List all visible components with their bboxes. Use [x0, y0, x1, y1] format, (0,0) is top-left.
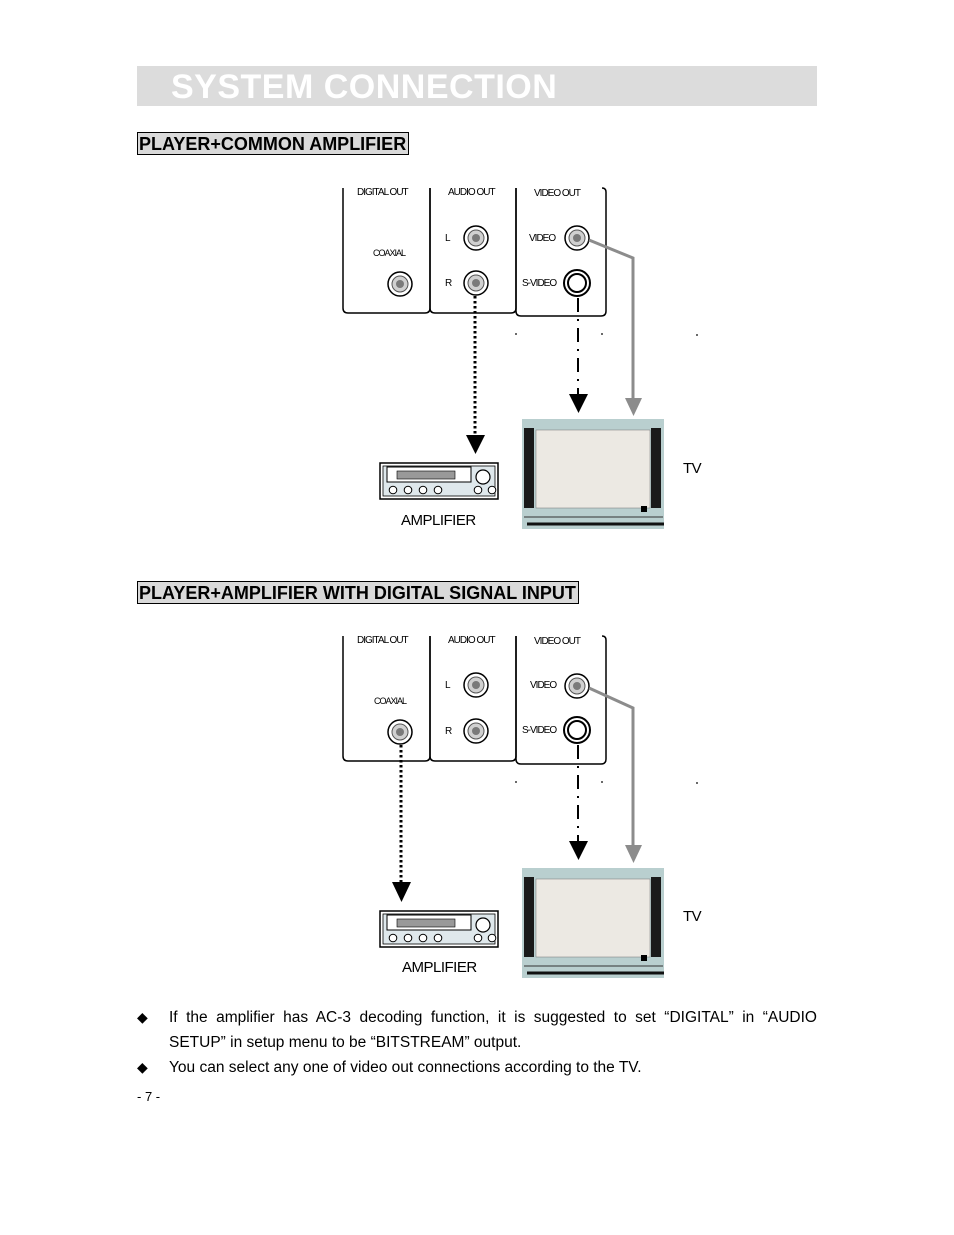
- audio-right-label: R: [445, 278, 452, 289]
- audio-right-jack: [463, 270, 489, 296]
- video-label: VIDEO: [530, 680, 557, 691]
- audio-left-jack: [463, 225, 489, 251]
- digital-out-label: DIGITAL OUT: [357, 187, 409, 198]
- page-title: SYSTEM CONNECTION: [171, 68, 558, 106]
- video-label: VIDEO: [529, 233, 556, 244]
- audio-right-jack: [463, 718, 489, 744]
- section-heading-digital-amplifier: PLAYER+AMPLIFIER WITH DIGITAL SIGNAL INP…: [137, 581, 579, 604]
- video-out-box: [515, 635, 607, 765]
- video-jack: [564, 673, 590, 699]
- audio-right-label: R: [445, 726, 452, 737]
- amplifier-device: [379, 462, 499, 500]
- svideo-label: S-VIDEO: [522, 725, 557, 736]
- section-heading-common-amplifier: PLAYER+COMMON AMPLIFIER: [137, 132, 410, 155]
- video-out-box: [515, 187, 607, 317]
- video-cable: [588, 686, 635, 845]
- video-cable: [588, 238, 635, 398]
- svideo-label: S-VIDEO: [522, 278, 557, 289]
- diamond-bullet-icon: ◆: [137, 1009, 148, 1025]
- note-text: If the amplifier has AC-3 decoding funct…: [169, 1009, 817, 1051]
- audio-left-label: L: [445, 233, 450, 244]
- tv-label: TV: [683, 908, 702, 925]
- audio-cable-arrow: [466, 435, 485, 454]
- amplifier-label: AMPLIFIER: [401, 512, 476, 529]
- video-out-label: VIDEO OUT: [534, 636, 581, 647]
- svideo-jack: [563, 269, 591, 297]
- note-item: ◆ If the amplifier has AC-3 decoding fun…: [137, 1005, 817, 1055]
- video-out-label: VIDEO OUT: [534, 188, 581, 199]
- svideo-jack: [563, 716, 591, 744]
- note-text: You can select any one of video out conn…: [169, 1059, 642, 1076]
- audio-left-jack: [463, 672, 489, 698]
- coaxial-cable-arrow: [392, 882, 411, 902]
- svideo-cable-arrow: [569, 394, 588, 413]
- digital-out-label: DIGITAL OUT: [357, 635, 409, 646]
- video-cable-arrow: [625, 845, 642, 863]
- diagram-graphics: [342, 635, 698, 978]
- svideo-cable-arrow: [569, 841, 588, 860]
- coaxial-jack: [387, 271, 413, 297]
- connection-diagram-common-amplifier: DIGITAL OUT COAXIAL AUDIO OUT L R VIDEO …: [0, 180, 954, 600]
- coaxial-label: COAXIAL: [374, 696, 407, 706]
- audio-out-label: AUDIO OUT: [448, 187, 496, 198]
- coaxial-label: COAXIAL: [373, 248, 406, 258]
- amplifier-label: AMPLIFIER: [402, 959, 477, 976]
- title-bar: SYSTEM CONNECTION: [137, 66, 817, 106]
- note-item: ◆ You can select any one of video out co…: [137, 1055, 817, 1080]
- tv-device: [522, 868, 664, 978]
- diamond-bullet-icon: ◆: [137, 1059, 148, 1075]
- diagram-graphics: [342, 187, 698, 529]
- page-number: - 7 -: [137, 1089, 161, 1104]
- tv-device: [522, 419, 664, 529]
- amplifier-device: [379, 910, 499, 948]
- video-jack: [564, 225, 590, 251]
- connection-diagram-digital-amplifier: DIGITAL OUT COAXIAL AUDIO OUT L R VIDEO …: [0, 628, 954, 1048]
- audio-left-label: L: [445, 680, 450, 691]
- coaxial-jack: [387, 719, 413, 745]
- video-cable-arrow: [625, 398, 642, 416]
- audio-out-label: AUDIO OUT: [448, 635, 496, 646]
- tv-label: TV: [683, 460, 702, 477]
